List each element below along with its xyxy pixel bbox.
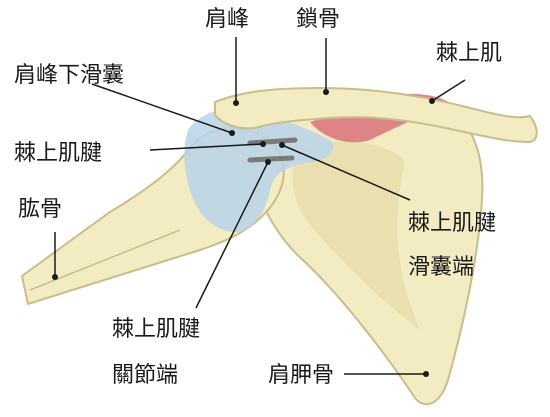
clavicle-shape xyxy=(214,86,538,144)
label-tendon-bursal-line2: 滑囊端 xyxy=(408,255,474,280)
label-subacromial-bursa: 肩峰下滑囊 xyxy=(14,63,124,88)
leader-tendon xyxy=(149,143,264,151)
label-tendon-articular-line2: 關節端 xyxy=(112,363,178,388)
leader-dot-humerus xyxy=(52,274,58,280)
leader-supraspinatus xyxy=(431,79,466,102)
leader-tendon-bursal xyxy=(281,144,411,201)
leader-dot-tendon-bursal xyxy=(279,142,285,148)
label-humerus: 肱骨 xyxy=(18,197,62,222)
supraspinatus-tendon-bursal xyxy=(247,137,298,146)
leader-dot-scapula xyxy=(423,371,429,377)
leader-dot-tendon-articular xyxy=(265,159,271,165)
label-scapula: 肩胛骨 xyxy=(268,363,334,388)
leader-dot-acromion xyxy=(233,100,239,106)
label-acromion: 肩峰 xyxy=(205,7,249,32)
supraspinatus-tendon-articular xyxy=(247,155,295,163)
leader-tendon-articular xyxy=(195,161,269,309)
label-tendon-bursal-line1: 棘上肌腱 xyxy=(408,211,496,236)
scapula-shadow xyxy=(292,141,420,330)
leader-dot-tendon xyxy=(260,141,266,147)
label-supraspinatus: 棘上肌 xyxy=(436,41,502,66)
leader-bursa xyxy=(91,83,233,134)
leader-dot-supraspinatus xyxy=(429,98,435,104)
label-clavicle: 鎖骨 xyxy=(296,7,340,32)
leader-dot-clavicle xyxy=(323,89,329,95)
leader-dot-bursa xyxy=(229,130,235,136)
label-supraspinatus-tendon: 棘上肌腱 xyxy=(14,141,102,166)
label-tendon-articular-line1: 棘上肌腱 xyxy=(112,317,200,342)
